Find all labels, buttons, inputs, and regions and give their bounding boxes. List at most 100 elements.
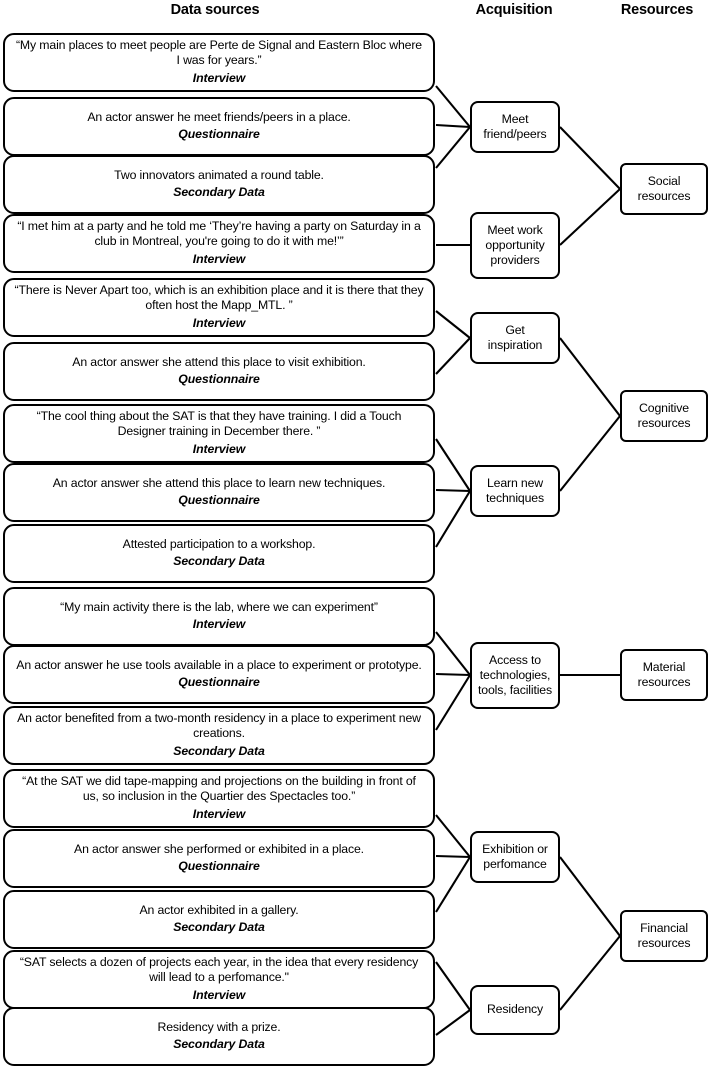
acquisition-label-line3: tools, facilities	[478, 683, 552, 698]
data-source-type: Secondary Data	[173, 185, 265, 200]
link-acq7-res4	[559, 935, 621, 1011]
data-source-box[interactable]: An actor exhibited in a gallery. Seconda…	[3, 890, 435, 949]
link-src13-acq6	[435, 814, 471, 858]
data-source-box[interactable]: Residency with a prize. Secondary Data	[3, 1007, 435, 1066]
link-src11-acq5	[435, 672, 471, 677]
resource-box-financial-resources[interactable]: Financial resources	[620, 910, 708, 962]
acquisition-box-get-inspiration[interactable]: Get inspiration	[470, 312, 560, 364]
link-acq3-res2	[559, 337, 621, 417]
link-src6-acq3	[435, 337, 471, 375]
data-source-type: Questionnaire	[178, 675, 260, 690]
data-source-type: Interview	[192, 251, 246, 266]
acquisition-label-line1: Access to	[489, 652, 541, 667]
data-source-quote: An actor answer she attend this place to…	[52, 475, 386, 490]
acquisition-box-learn-new-techniques[interactable]: Learn new techniques	[470, 465, 560, 517]
data-source-box[interactable]: An actor answer she performed or exhibit…	[3, 829, 435, 888]
acquisition-box-access-to-technologies-tools-facilities[interactable]: Access to technologies, tools, facilitie…	[470, 642, 560, 709]
data-source-box[interactable]: Two innovators animated a round table. S…	[3, 155, 435, 214]
data-source-type: Questionnaire	[178, 859, 260, 874]
resource-label-line2: resources	[637, 416, 691, 430]
link-src15-acq6	[435, 856, 471, 913]
acquisition-label-line2: friend/peers	[483, 127, 547, 141]
resource-box-cognitive-resources[interactable]: Cognitive resources	[620, 390, 708, 442]
data-source-box[interactable]: An actor benefited from a two-month resi…	[3, 706, 435, 765]
acquisition-label-line1: Exhibition or	[482, 841, 548, 856]
data-source-type: Questionnaire	[178, 493, 260, 508]
data-source-type: Interview	[192, 806, 246, 821]
data-source-box[interactable]: “My main activity there is the lab, wher…	[3, 587, 435, 646]
acquisition-label-line2: inspiration	[487, 338, 543, 352]
link-src7-acq4	[435, 438, 471, 492]
data-source-box[interactable]: An actor answer he meet friends/peers in…	[3, 97, 435, 156]
link-src10-acq5	[435, 631, 471, 676]
link-src12-acq5	[435, 674, 471, 731]
data-source-box[interactable]: “My main places to meet people are Perte…	[3, 33, 435, 92]
data-source-quote: Attested participation to a workshop.	[122, 536, 316, 551]
data-source-quote: An actor exhibited in a gallery.	[139, 902, 299, 917]
data-source-box[interactable]: “At the SAT we did tape-mapping and proj…	[3, 769, 435, 828]
resource-box-material-resources[interactable]: Material resources	[620, 649, 708, 701]
link-acq1-res1	[559, 126, 621, 190]
column-header-resources: Resources	[620, 2, 694, 18]
data-source-box[interactable]: An actor answer he use tools available i…	[3, 645, 435, 704]
link-acq6-res4	[559, 856, 621, 937]
acquisition-label-line1: Residency	[486, 1002, 544, 1017]
acquisition-box-meet-friend-peers[interactable]: Meet friend/peers	[470, 101, 560, 153]
data-source-quote: Residency with a prize.	[157, 1019, 281, 1034]
data-source-type: Interview	[192, 617, 246, 632]
link-src2-acq1	[435, 123, 471, 129]
link-acq2-res1	[559, 188, 621, 246]
data-source-quote: “My main activity there is the lab, wher…	[60, 599, 378, 614]
data-source-quote: Two innovators animated a round table.	[114, 167, 324, 182]
data-source-quote: “The cool thing about the SAT is that th…	[36, 409, 402, 438]
data-source-type: Questionnaire	[178, 372, 260, 387]
data-source-type: Questionnaire	[178, 127, 260, 142]
data-source-box[interactable]: An actor answer she attend this place to…	[3, 342, 435, 401]
acquisition-label-line1: Learn new	[486, 475, 544, 490]
link-src8-acq4	[435, 488, 471, 493]
resource-label-line1: Cognitive	[639, 400, 689, 415]
data-source-quote: An actor answer she attend this place to…	[72, 354, 366, 369]
data-source-box[interactable]: An actor answer she attend this place to…	[3, 463, 435, 522]
data-source-quote: “I met him at a party and he told me ‘Th…	[17, 219, 421, 248]
link-src9-acq4	[435, 490, 471, 548]
data-source-quote: “SAT selects a dozen of projects each ye…	[19, 955, 419, 984]
data-source-box[interactable]: “SAT selects a dozen of projects each ye…	[3, 950, 435, 1009]
link-src5-acq3	[435, 310, 471, 339]
acquisition-label-line3: providers	[490, 253, 540, 268]
data-source-quote: “At the SAT we did tape-mapping and proj…	[22, 774, 416, 803]
data-source-type: Secondary Data	[173, 554, 265, 569]
acquisition-box-residency[interactable]: Residency	[470, 985, 560, 1035]
data-source-type: Interview	[192, 441, 246, 456]
data-source-quote: An actor answer he meet friends/peers in…	[87, 109, 351, 124]
resource-box-social-resources[interactable]: Social resources	[620, 163, 708, 215]
data-source-quote: “There is Never Apart too, which is an e…	[14, 283, 424, 312]
link-acq4-res2	[559, 415, 621, 492]
acquisition-label-line1: Get	[505, 322, 525, 337]
acquisition-box-exhibition-or-perfomance[interactable]: Exhibition or perfomance	[470, 831, 560, 883]
acquisition-label-line2: perfomance	[483, 857, 547, 871]
data-source-type: Interview	[192, 987, 246, 1002]
acquisition-box-meet-work-opportunity-providers[interactable]: Meet work opportunity providers	[470, 212, 560, 279]
data-source-box[interactable]: “The cool thing about the SAT is that th…	[3, 404, 435, 463]
link-src14-acq6	[435, 854, 471, 859]
data-source-type: Secondary Data	[173, 1037, 265, 1052]
acquisition-label-line2: techniques	[486, 491, 544, 505]
acquisition-label-line1: Meet	[501, 111, 529, 126]
data-source-box[interactable]: “I met him at a party and he told me ‘Th…	[3, 214, 435, 273]
data-source-type: Interview	[192, 70, 246, 85]
link-src16-acq7	[435, 961, 471, 1011]
link-src17-acq7	[435, 1009, 471, 1036]
acquisition-label-line2: technologies,	[479, 667, 551, 682]
column-header-data-sources: Data sources	[170, 2, 260, 18]
data-source-box[interactable]: Attested participation to a workshop. Se…	[3, 524, 435, 583]
data-source-quote: “My main places to meet people are Perte…	[15, 38, 422, 67]
data-source-quote: An actor answer he use tools available i…	[16, 657, 422, 672]
data-source-box[interactable]: “There is Never Apart too, which is an e…	[3, 278, 435, 337]
data-source-quote: An actor answer she performed or exhibit…	[74, 841, 364, 856]
data-source-type: Secondary Data	[173, 920, 265, 935]
resource-label-line1: Material	[642, 659, 686, 674]
resource-label-line2: resources	[637, 936, 691, 950]
resource-label-line2: resources	[637, 675, 691, 689]
